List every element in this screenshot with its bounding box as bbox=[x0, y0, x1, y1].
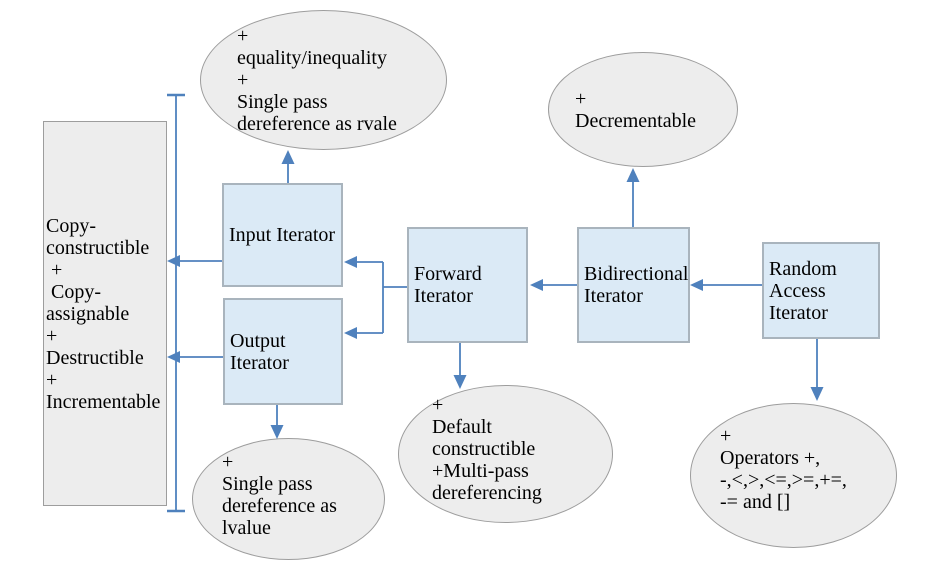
arrow-random-to-random-access-requirements bbox=[810, 339, 824, 401]
arrow-random-to-bidirectional bbox=[690, 279, 762, 291]
shared-requirements-box: Copy- constructible + Copy- assignable +… bbox=[43, 121, 167, 506]
output-requirements-text: + Single pass dereference as lvalue bbox=[222, 451, 337, 539]
arrow-forward-to-input-and-output bbox=[344, 256, 407, 339]
forward-iterator-label: Forward Iterator bbox=[414, 263, 482, 307]
input-iterator-label: Input Iterator bbox=[229, 224, 336, 246]
bidirectional-requirements-text: + Decrementable bbox=[575, 87, 697, 132]
forward-requirements-ellipse: + Default constructible +Multi-pass dere… bbox=[398, 385, 613, 523]
arrow-forward-to-forward-requirements bbox=[453, 343, 467, 389]
arrow-output-to-shared-requirements bbox=[167, 351, 223, 363]
output-iterator-label: Output Iterator bbox=[230, 329, 289, 374]
bidirectional-iterator-box: Bidirectional Iterator bbox=[577, 227, 690, 343]
random-access-requirements-text: + Operators +, -,<,>,<=,>=,+=, -= and [] bbox=[720, 424, 847, 513]
arrow-output-to-output-requirements bbox=[270, 405, 284, 439]
shared-requirements-text: Copy- constructible + Copy- assignable +… bbox=[46, 214, 161, 413]
shared-requirements-bracket bbox=[167, 93, 185, 513]
output-iterator-box: Output Iterator bbox=[223, 298, 343, 405]
arrow-bidirectional-to-bidirectional-requirements bbox=[626, 168, 640, 227]
arrow-bidirectional-to-forward bbox=[530, 279, 577, 291]
bidirectional-iterator-label: Bidirectional Iterator bbox=[584, 263, 689, 307]
input-iterator-box: Input Iterator bbox=[222, 183, 343, 287]
input-requirements-ellipse: + equality/inequality + Single pass dere… bbox=[200, 10, 447, 150]
arrow-input-to-shared-requirements bbox=[167, 255, 222, 267]
random-access-requirements-ellipse: + Operators +, -,<,>,<=,>=,+=, -= and [] bbox=[690, 403, 897, 548]
forward-iterator-box: Forward Iterator bbox=[407, 227, 528, 343]
random-access-iterator-box: Random Access Iterator bbox=[762, 242, 880, 339]
random-access-iterator-label: Random Access Iterator bbox=[769, 257, 837, 324]
output-requirements-ellipse: + Single pass dereference as lvalue bbox=[192, 438, 385, 560]
arrow-input-to-input-requirements bbox=[281, 150, 295, 183]
forward-requirements-text: + Default constructible +Multi-pass dere… bbox=[432, 394, 542, 504]
input-requirements-text: + equality/inequality + Single pass dere… bbox=[237, 25, 397, 135]
bidirectional-requirements-ellipse: + Decrementable bbox=[548, 52, 738, 167]
